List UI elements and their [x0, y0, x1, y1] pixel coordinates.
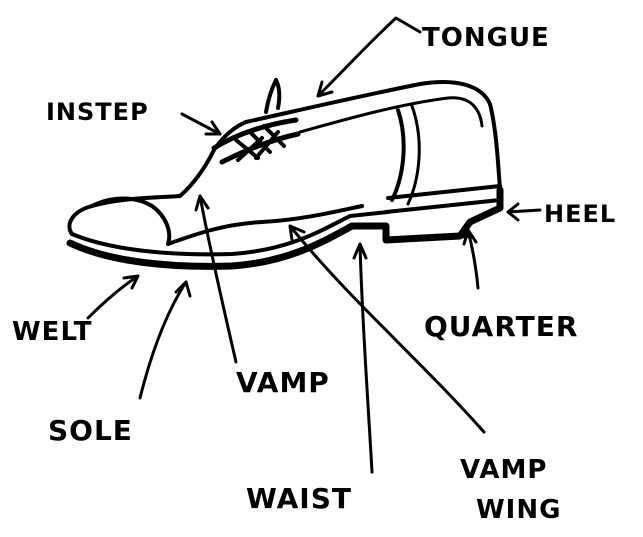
- shoe-heel-counter: [392, 110, 404, 200]
- welt-arrow: [88, 276, 138, 318]
- label-tongue: TONGUE: [422, 23, 550, 53]
- tongue-arrow: [318, 18, 420, 96]
- label-sole: SOLE: [48, 414, 133, 447]
- shoe-wing-tip: [92, 199, 169, 245]
- instep-arrow: [182, 114, 220, 134]
- waist-arrow: [354, 244, 372, 472]
- quarter-arrow: [464, 230, 478, 288]
- label-vamp-wing-line1: VAMP: [460, 455, 547, 485]
- label-quarter: QUARTER: [424, 310, 578, 343]
- vamp-arrow: [196, 196, 236, 362]
- label-heel: HEEL: [544, 200, 616, 228]
- heel-arrow: [508, 204, 540, 220]
- sole-arrow: [140, 282, 190, 398]
- label-vamp: VAMP: [236, 366, 330, 399]
- label-instep: INSTEP: [46, 98, 149, 126]
- label-waist: WAIST: [246, 482, 352, 515]
- part-labels: TONGUE INSTEP HEEL WELT QUARTER VAMP SOL…: [12, 23, 616, 525]
- label-welt: WELT: [12, 317, 92, 347]
- shoe-heel-counter-inner: [408, 106, 419, 204]
- label-vamp-wing-line2: WING: [476, 495, 561, 525]
- shoe-sole: [70, 190, 500, 266]
